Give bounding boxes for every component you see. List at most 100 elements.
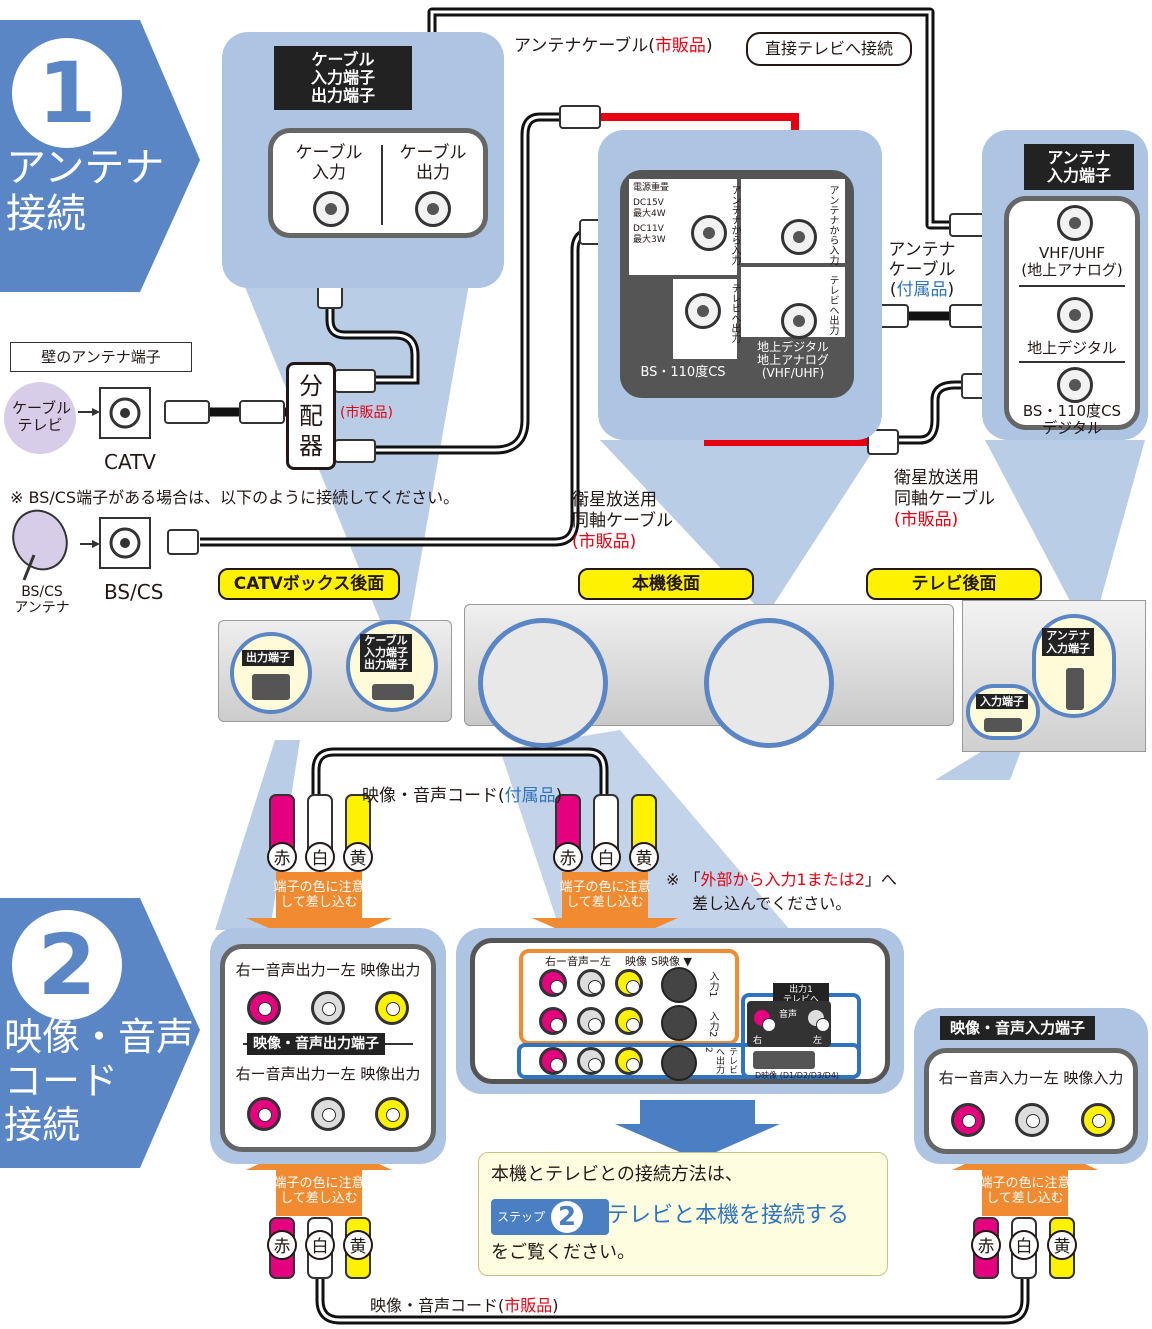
tv-terr-jack[interactable]: [1057, 297, 1093, 333]
plug-rec-top: [559, 105, 601, 129]
plug-sat-right: [867, 429, 899, 455]
cable-sat-right: [895, 380, 965, 445]
recorder-antenna-zoom: [704, 618, 834, 748]
rec-in1-audio-l[interactable]: [577, 969, 605, 997]
recorder-av-zoom: [478, 618, 608, 748]
rec-power-jack[interactable]: [691, 215, 727, 251]
insert-note-4: 端子の色に注意して差し込む: [979, 1176, 1071, 1206]
catv-av-header: 映像・音声出力端子: [247, 1033, 385, 1055]
step2-badge: 2: [12, 910, 122, 1020]
rca-plugs-rec-top: [555, 794, 657, 856]
beam-tv-antenna: [985, 440, 1145, 620]
callout-recorder-back: 本機後面: [578, 568, 754, 600]
rec-out2-audio-r[interactable]: [539, 1047, 567, 1075]
tv-audio-l-in[interactable]: [1015, 1103, 1049, 1137]
rec-in1-video[interactable]: [615, 969, 643, 997]
rec-antenna-in-jack[interactable]: [781, 219, 817, 255]
sat-cable-right: 衛星放送用同軸ケーブル(市販品): [894, 468, 995, 530]
rec-in1-audio-r[interactable]: [539, 969, 567, 997]
tag-white-2: 白: [591, 842, 621, 872]
rec-in2-video[interactable]: [615, 1007, 643, 1035]
rec-in2-audio-l[interactable]: [577, 1007, 605, 1035]
rec-out1-audio-r[interactable]: [751, 1007, 776, 1032]
tv-av-header: 映像・音声入力端子: [940, 1016, 1096, 1040]
tag-yellow-3: 黄: [343, 1230, 373, 1260]
antenna-cable-accessory: アンテナケーブル (付属品): [888, 240, 956, 300]
cable-tv-bubble: [4, 382, 76, 454]
cable-out-jack[interactable]: [415, 191, 451, 227]
tag-red-1: 赤: [267, 842, 297, 872]
tv-audio-r-in[interactable]: [951, 1103, 985, 1137]
tv-vhf-jack[interactable]: [1057, 205, 1093, 241]
catv-label: CATV: [104, 450, 156, 474]
antenna-cable-label: アンテナケーブル(市販品): [514, 36, 713, 56]
direct-tv-note: 直接テレビへ接続: [746, 32, 912, 66]
step2-title-l1: 映像・音声: [4, 1015, 195, 1059]
insert-note-3: 端子の色に注意して差し込む: [273, 1176, 365, 1206]
tag-white-3: 白: [305, 1230, 335, 1260]
tv-video-in[interactable]: [1081, 1103, 1115, 1137]
insert-note-1: 端子の色に注意して差し込む: [273, 880, 365, 910]
tag-white-4: 白: [1009, 1230, 1039, 1260]
rec-out2-audio-l[interactable]: [577, 1047, 605, 1075]
catv-av-box: 右ー音声出力ー左 映像出力 映像・音声出力端子 右ー音声出力ー左 映像出力: [220, 944, 436, 1152]
tag-red-3: 赤: [267, 1230, 297, 1260]
tag-red-4: 赤: [971, 1230, 1001, 1260]
arrow-to-info: [615, 1100, 780, 1160]
cable-in-jack[interactable]: [313, 191, 349, 227]
info-box: 本機とテレビとの接続方法は、 ステップ 2 テレビと本機を接続する をご覧くださ…: [478, 1152, 888, 1276]
step-link[interactable]: テレビと本機を接続する: [607, 1203, 850, 1228]
bs-cs-label: BS/CS: [104, 580, 164, 604]
rec-bs-jack[interactable]: [685, 293, 721, 329]
tag-yellow-4: 黄: [1047, 1230, 1077, 1260]
catv-video-out[interactable]: [375, 991, 409, 1025]
beam-catv: [230, 250, 475, 620]
ext-input-note: ※ 「外部から入力1または2」へ: [666, 870, 897, 889]
rec-out2-svideo[interactable]: [661, 1045, 697, 1081]
tv-bs-jack[interactable]: [1057, 367, 1093, 403]
catv-audio-r-out-2[interactable]: [247, 1097, 281, 1131]
bs-dish-icon: [12, 509, 68, 571]
cable-port-box: ケーブル入力 ケーブル出力: [268, 128, 488, 238]
step2-title-l3: 接続: [4, 1103, 81, 1147]
catv-audio-l-out-2[interactable]: [311, 1097, 345, 1131]
rec-out2-video[interactable]: [615, 1047, 643, 1075]
step1-title-l1: アンテナ: [6, 145, 165, 191]
plug-bs-wall: [167, 529, 199, 555]
tv-antenna-header: アンテナ入力端子: [1024, 144, 1134, 190]
av-cord-bottom-label: 映像・音声コード(市販品): [370, 1296, 559, 1315]
callout-catv-back: CATVボックス後面: [218, 568, 400, 600]
step-badge: ステップ 2: [491, 1199, 609, 1235]
rec-in2-svideo[interactable]: [661, 1005, 697, 1041]
catv-cable-zoom: ケーブル入力端子出力端子: [346, 620, 438, 712]
catv-audio-l-out[interactable]: [311, 991, 345, 1025]
beam-recorder: [600, 440, 880, 610]
splitter: 分配器: [286, 362, 336, 470]
rec-in2-audio-r[interactable]: [539, 1007, 567, 1035]
tag-yellow-2: 黄: [629, 842, 659, 872]
splitter-note: (市販品): [340, 405, 393, 421]
beam-catv-av: [215, 740, 300, 930]
step1-title-l2: 接続: [6, 191, 86, 237]
wall-antenna-label: 壁のアンテナ端子: [10, 342, 192, 372]
rec-out1-audio-l[interactable]: [805, 1007, 830, 1032]
rec-d-video-port[interactable]: [753, 1051, 815, 1069]
tv-antenna-zoom: アンテナ入力端子: [1032, 614, 1116, 718]
catv-video-out-2[interactable]: [375, 1097, 409, 1131]
ext-input-note-l2: 差し込んでください。: [692, 894, 852, 913]
tv-av-box: 右ー音声入力ー左 映像入力: [924, 1048, 1138, 1154]
rca-plugs-catv-top: [269, 794, 371, 856]
tag-white-1: 白: [305, 842, 335, 872]
av-cord-top-label: 映像・音声コード(付属品): [362, 786, 563, 806]
step2-title-l2: コード: [4, 1059, 119, 1103]
catv-audio-r-out[interactable]: [247, 991, 281, 1025]
tag-yellow-1: 黄: [343, 842, 373, 872]
tag-red-2: 赤: [553, 842, 583, 872]
cable-port-header: ケーブル入力端子出力端子: [274, 46, 412, 110]
rec-in1-svideo[interactable]: [661, 967, 697, 1003]
rec-tv-out-jack[interactable]: [781, 303, 817, 339]
